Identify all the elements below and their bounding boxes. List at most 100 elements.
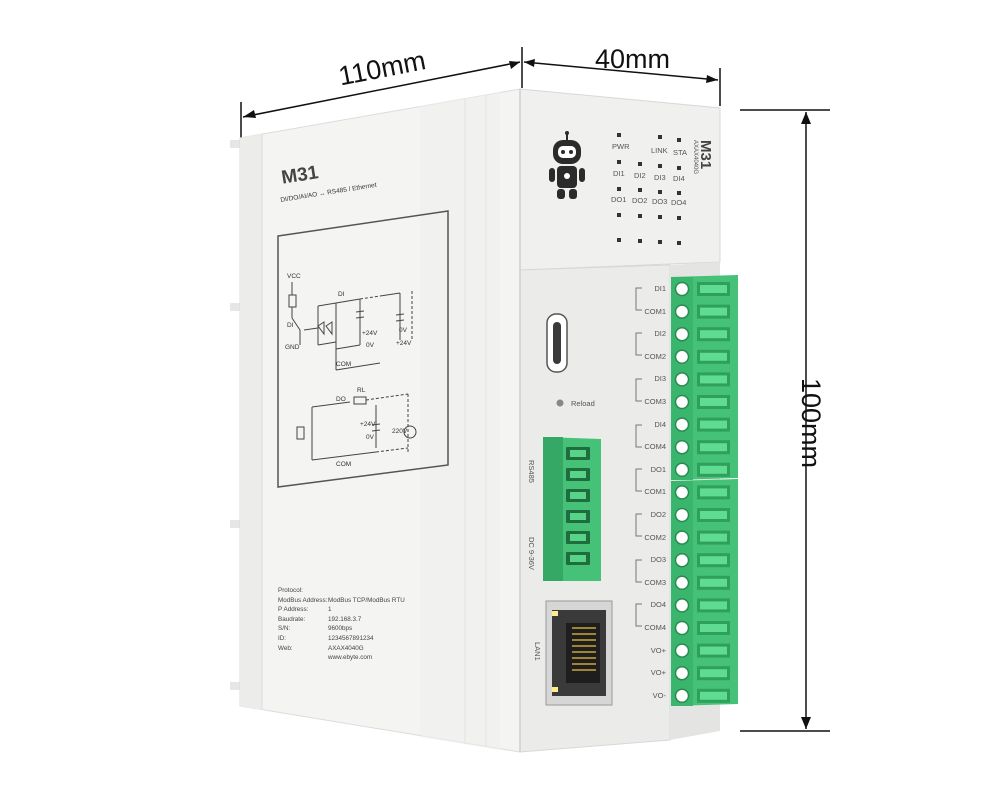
info-value: 1234567891234 <box>328 635 374 642</box>
led <box>677 138 681 142</box>
terminal-wire-slot-inner <box>700 691 727 700</box>
led-label-do3: DO3 <box>652 197 668 206</box>
terminal-screw-hole[interactable] <box>674 281 690 297</box>
info-value: 192.168.3.7 <box>328 615 362 623</box>
terminal-screw-hole[interactable] <box>674 552 690 568</box>
terminal-wire-slot-inner <box>700 285 727 293</box>
led <box>658 190 662 194</box>
terminal-wire-slot-inner <box>700 488 727 497</box>
terminal-screw-hole[interactable] <box>674 394 690 410</box>
din-clip <box>230 682 240 690</box>
info-key: Baudrate: <box>278 615 306 623</box>
info-value: 9600bps <box>328 625 353 633</box>
din-clip <box>230 303 240 311</box>
height-dimension <box>740 109 830 732</box>
schematic-0v-b: 0V <box>399 327 407 334</box>
led <box>677 166 681 170</box>
led <box>658 240 662 244</box>
depth-dimension <box>523 59 721 106</box>
terminal-screw-hole[interactable] <box>674 643 690 658</box>
schematic-border <box>277 210 449 488</box>
terminal-label: DO2 <box>650 510 666 519</box>
terminal-screw-hole[interactable] <box>674 575 690 591</box>
terminal-label: COM1 <box>644 306 666 316</box>
lan-label: LAN1 <box>533 642 542 661</box>
led <box>617 187 621 191</box>
terminal-screw-hole[interactable] <box>674 688 690 704</box>
led <box>638 188 642 192</box>
din-clip <box>230 520 240 528</box>
front-model-title: M31 <box>697 140 714 170</box>
info-key: ModBus Address: <box>278 596 328 604</box>
schematic-vcc: VCC <box>287 273 301 280</box>
terminal-screw-hole[interactable] <box>674 439 690 455</box>
terminal-label: COM3 <box>644 577 666 587</box>
led <box>638 239 642 243</box>
terminal-screw-hole[interactable] <box>674 507 690 523</box>
terminal-screw-hole[interactable] <box>674 304 690 319</box>
terminal-label: COM1 <box>644 487 666 497</box>
terminal-wire-slot-inner <box>700 420 727 429</box>
din-clip <box>230 140 242 148</box>
led-label-sta: STA <box>673 148 688 157</box>
terminal-screw-hole[interactable] <box>674 485 690 500</box>
led-label-do4: DO4 <box>671 198 687 207</box>
led <box>617 213 621 217</box>
robot-logo-icon <box>549 131 585 199</box>
terminal-label: DI1 <box>654 284 666 293</box>
schematic-rl: RL <box>357 387 366 394</box>
terminal-screw-hole[interactable] <box>674 372 690 387</box>
terminal-screw-hole[interactable] <box>674 326 690 342</box>
terminal-wire-slot-inner <box>700 443 727 452</box>
led-label-di1: DI1 <box>613 169 625 178</box>
terminal-wire-slot-inner <box>700 465 727 474</box>
lan-port[interactable] <box>545 600 613 706</box>
info-value: 1 <box>328 606 332 614</box>
front-model-code: AXAX4040G <box>692 140 698 175</box>
led <box>658 135 662 139</box>
led-label-do1: DO1 <box>611 195 627 204</box>
led <box>658 215 662 219</box>
terminal-label: COM4 <box>644 442 666 452</box>
terminal-screw-hole[interactable] <box>674 462 690 478</box>
info-value: AXAX4040G <box>328 644 364 652</box>
led <box>677 191 681 195</box>
info-value: ModBus TCP/ModBus RTU <box>328 596 405 604</box>
terminal-wire-slot-inner <box>700 669 727 678</box>
terminal-screw-hole[interactable] <box>674 417 690 432</box>
schematic-do-pin: DO <box>336 396 346 403</box>
schematic-com-b: COM <box>336 461 352 468</box>
terminal-label: VO+ <box>650 668 666 678</box>
led <box>617 160 621 164</box>
dc-input-label: DC 9-36V <box>527 537 536 570</box>
terminal-wire-slot-inner <box>700 307 727 316</box>
terminal-wire-slot-inner <box>700 533 727 542</box>
led-label-di4: DI4 <box>673 174 685 183</box>
terminal-label: DI3 <box>654 374 666 384</box>
terminal-wire-slot-inner <box>700 398 727 406</box>
terminal-label: VO+ <box>650 645 666 655</box>
terminal-label: DO1 <box>650 464 666 474</box>
terminal-wire-slot-inner <box>700 352 727 361</box>
terminal-screw-hole[interactable] <box>674 598 690 613</box>
led-label-do2: DO2 <box>632 196 648 205</box>
schematic-220v: 220V <box>392 428 408 435</box>
schematic-di-pin: DI <box>338 291 345 298</box>
terminal-screw-hole[interactable] <box>674 620 690 636</box>
terminal-wire-slot-inner <box>700 646 727 655</box>
led-label-di2: DI2 <box>634 171 646 180</box>
terminal-screw-hole[interactable] <box>674 665 690 681</box>
led-label-di3: DI3 <box>654 173 666 182</box>
terminal-brackets <box>635 287 642 627</box>
reload-button[interactable] <box>556 399 564 407</box>
terminal-screw-hole[interactable] <box>674 530 690 545</box>
info-key: ID: <box>278 635 287 642</box>
terminal-label: VO- <box>652 690 666 700</box>
terminal-wire-slot-inner <box>700 511 727 519</box>
led <box>658 164 662 168</box>
rs485-terminal-block[interactable] <box>543 437 601 581</box>
terminal-screw-hole[interactable] <box>674 349 690 365</box>
terminal-screws <box>674 281 730 704</box>
schematic-24v-c: +24V <box>360 421 376 428</box>
